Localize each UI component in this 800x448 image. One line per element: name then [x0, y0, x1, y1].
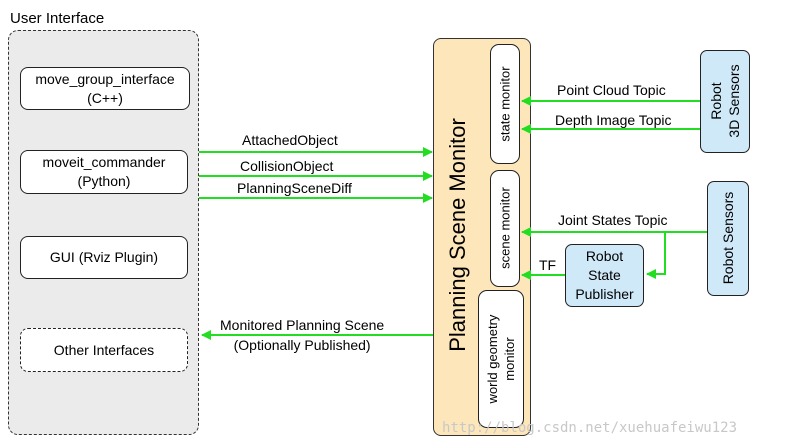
- depth-image-label: Depth Image Topic: [555, 112, 672, 128]
- move-group-interface-label: move_group_interface: [35, 70, 175, 87]
- move-group-interface-box: move_group_interface (C++): [20, 67, 190, 110]
- watermark: http://blog.csdn.net/xuehuafeiwu123: [442, 420, 738, 436]
- planning-scene-diff-label: PlanningSceneDiff: [237, 180, 352, 196]
- scene-monitor-box: [490, 170, 520, 287]
- world-geometry-monitor-box: [478, 290, 524, 428]
- moveit-commander-box: moveit_commander (Python): [20, 150, 188, 194]
- robot-sensors-box: [707, 181, 749, 296]
- state-monitor-box: [490, 44, 520, 164]
- robot-state-publisher-line3: Publisher: [575, 286, 634, 302]
- moveit-commander-label: moveit_commander: [42, 154, 166, 170]
- rviz-plugin-label: GUI (Rviz Plugin): [49, 249, 159, 265]
- joint-states-to-rsp-arrow: [646, 232, 666, 279]
- rviz-plugin-box: GUI (Rviz Plugin): [20, 236, 188, 279]
- move-group-interface-lang: (C++): [87, 89, 123, 106]
- moveit-commander-lang: (Python): [77, 173, 131, 189]
- other-interfaces-label: Other Interfaces: [53, 341, 155, 358]
- monitored-line2: (Optionally Published): [233, 337, 371, 353]
- user-interface-title: User Interface: [10, 10, 105, 27]
- robot-state-publisher-line2: State: [588, 267, 621, 283]
- monitored-planning-scene-label: Monitored Planning Scene (Optionally Pub…: [220, 315, 384, 355]
- robot-state-publisher-line1: Robot: [585, 248, 624, 264]
- robot-state-publisher-box: Robot State Publisher: [565, 244, 644, 307]
- monitored-line1: Monitored Planning Scene: [220, 317, 385, 333]
- point-cloud-label: Point Cloud Topic: [557, 82, 666, 98]
- collision-object-label: CollisionObject: [240, 158, 334, 174]
- attached-object-label: AttachedObject: [242, 132, 338, 148]
- robot-3d-sensors-box: [700, 50, 750, 153]
- tf-label: TF: [539, 257, 557, 273]
- other-interfaces-box: Other Interfaces: [20, 328, 188, 372]
- joint-states-label: Joint States Topic: [558, 212, 668, 228]
